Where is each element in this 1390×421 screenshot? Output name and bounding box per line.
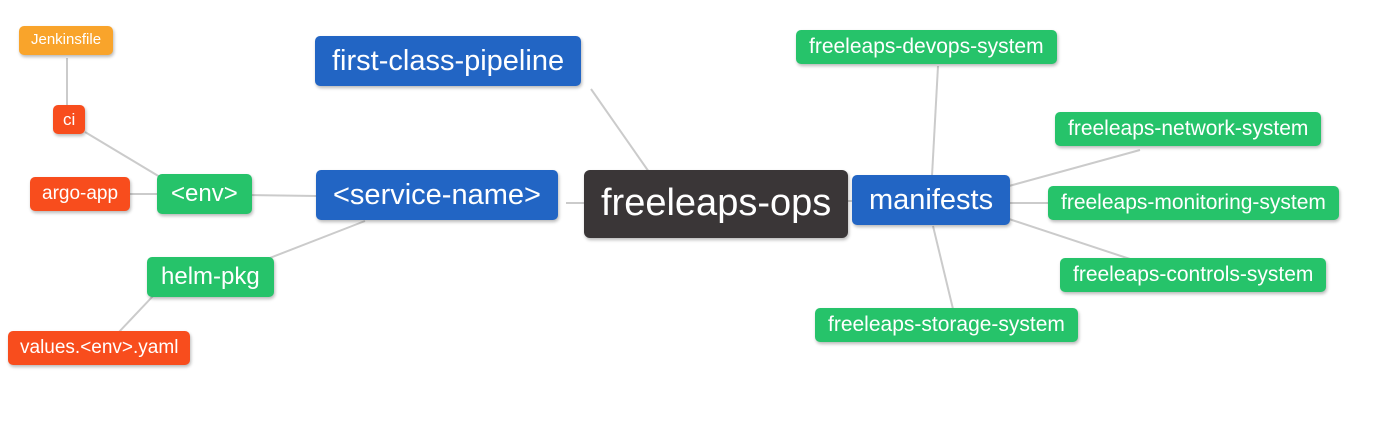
node-helm-pkg[interactable]: helm-pkg (147, 257, 274, 297)
node-freeleaps-ops[interactable]: freeleaps-ops (584, 170, 849, 238)
node-first-class-pipeline[interactable]: first-class-pipeline (315, 36, 582, 87)
edge-manifests-network (1008, 149, 1141, 187)
node-devops-system[interactable]: freeleaps-devops-system (796, 30, 1057, 65)
node-manifests[interactable]: manifests (852, 175, 1011, 226)
node-service-name[interactable]: <service-name> (316, 170, 558, 221)
edge-manifests-controls (1008, 218, 1131, 260)
edge-manifests-devops (931, 65, 939, 177)
node-storage-system[interactable]: freeleaps-storage-system (815, 308, 1078, 343)
node-ci[interactable]: ci (53, 105, 86, 135)
node-monitoring-system[interactable]: freeleaps-monitoring-system (1048, 186, 1339, 221)
edge-helm-pkg-values (117, 295, 154, 334)
node-network-system[interactable]: freeleaps-network-system (1055, 112, 1322, 147)
edge-ci-env (84, 131, 166, 181)
edge-service-name-helm-pkg (261, 220, 366, 262)
edge-pipeline-freeleaps-ops (590, 88, 650, 173)
node-jenkinsfile[interactable]: Jenkinsfile (19, 26, 114, 55)
node-values-env-yaml[interactable]: values.<env>.yaml (8, 331, 191, 365)
node-controls-system[interactable]: freeleaps-controls-system (1060, 258, 1327, 293)
edge-manifests-storage (932, 225, 954, 310)
edge-env-service-name (243, 194, 318, 197)
node-argo-app[interactable]: argo-app (30, 177, 131, 211)
node-env[interactable]: <env> (157, 174, 252, 214)
